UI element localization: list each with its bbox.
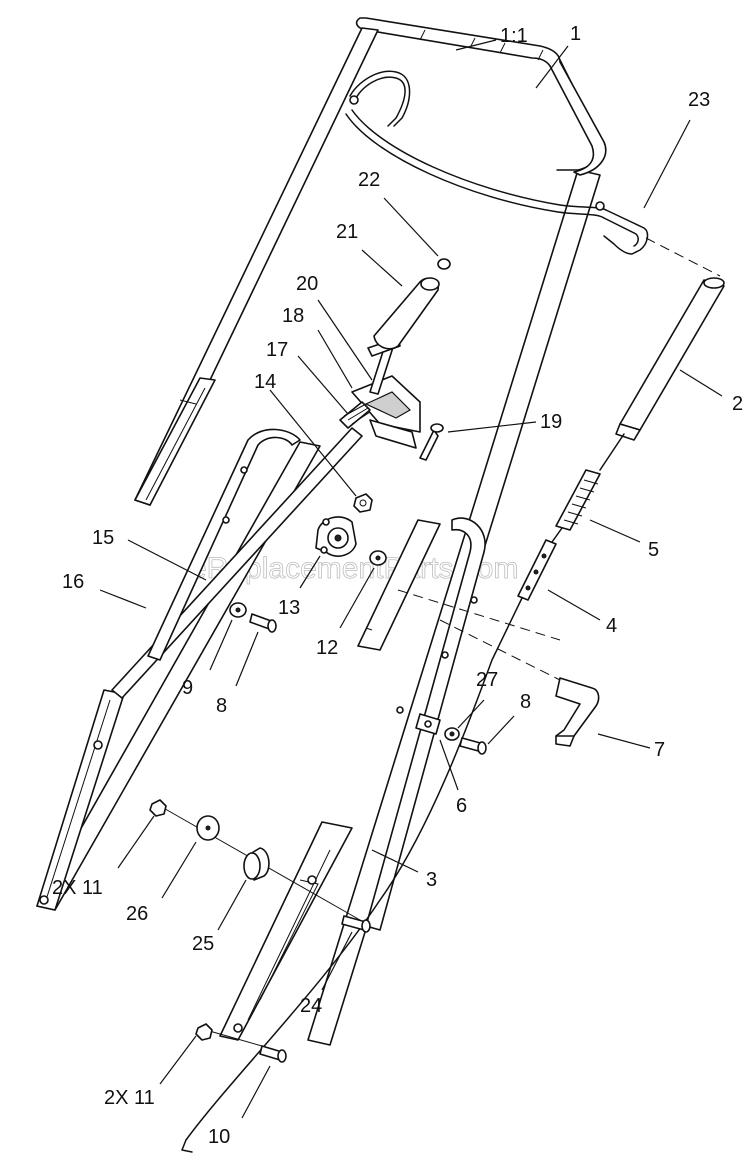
label-scale: 1:1	[500, 25, 528, 47]
label-part-22: 22	[358, 169, 380, 191]
cross-brace	[111, 427, 363, 699]
label-part-10: 10	[208, 1126, 230, 1148]
wheel-assembly-lower	[195, 1023, 287, 1063]
label-part-9: 9	[182, 677, 193, 699]
cable-clip	[415, 713, 441, 735]
lower-arch-frame	[147, 428, 301, 661]
washer-and-bolt-right	[444, 727, 487, 755]
label-part-3: 3	[426, 869, 437, 891]
bolt-19	[419, 423, 444, 461]
label-part-15: 15	[92, 527, 114, 549]
label-part-23: 23	[688, 89, 710, 111]
washer-and-bolt-left	[229, 602, 277, 633]
label-part-1: 1	[570, 23, 581, 45]
cable-bracket	[397, 589, 600, 747]
label-part-20: 20	[296, 273, 318, 295]
label-part-8-right: 8	[520, 691, 531, 713]
pulley-housing	[315, 516, 357, 557]
label-part-11-upper: 2X 11	[52, 877, 103, 899]
label-part-26: 26	[126, 903, 148, 925]
label-part-14: 14	[254, 371, 276, 393]
nut-14	[353, 493, 373, 513]
label-part-16: 16	[62, 571, 84, 593]
label-part-4: 4	[606, 615, 617, 637]
label-part-17: 17	[266, 339, 288, 361]
label-part-19: 19	[540, 411, 562, 433]
washer-12	[369, 550, 387, 566]
label-part-13: 13	[278, 597, 300, 619]
grip-tube	[615, 237, 725, 441]
label-part-11-lower: 2X 11	[104, 1087, 155, 1109]
control-lever-assembly	[339, 258, 451, 449]
tension-spring	[551, 433, 625, 543]
label-part-12: 12	[316, 637, 338, 659]
leader-lines	[99, 39, 723, 1119]
label-part-18: 18	[282, 305, 304, 327]
label-part-8-left: 8	[216, 695, 227, 717]
label-part-21: 21	[336, 221, 358, 243]
label-part-6: 6	[456, 795, 467, 817]
label-part-25: 25	[192, 933, 214, 955]
upper-handle	[134, 17, 607, 506]
control-bail	[345, 70, 649, 255]
wheel-assembly-upper	[149, 799, 371, 933]
label-part-24: 24	[300, 995, 322, 1017]
cable-adjuster	[181, 539, 557, 1153]
label-part-27: 27	[476, 669, 498, 691]
part-labels: 1 1:1 2 3 4 5 6 7 8 8 9 10 2X 11 2X 11 1…	[52, 23, 743, 1148]
label-part-7: 7	[654, 739, 665, 761]
label-part-2: 2	[732, 393, 743, 415]
label-part-5: 5	[648, 539, 659, 561]
